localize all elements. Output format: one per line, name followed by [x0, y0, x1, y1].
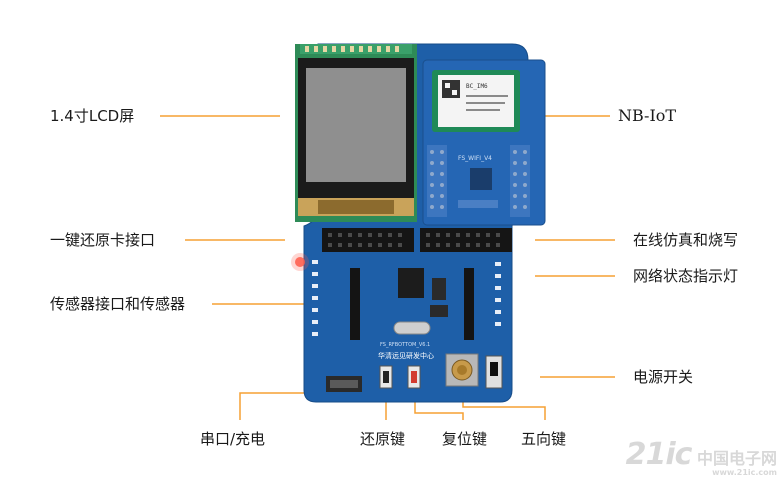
sensor-header-right	[464, 268, 474, 340]
label-sensor: 传感器接口和传感器	[50, 295, 186, 313]
label-power: 电源开关	[633, 368, 694, 386]
label-five-way: 五向键	[521, 430, 567, 448]
wifi-chip	[470, 168, 492, 190]
label-net-led: 网络状态指示灯	[633, 267, 739, 285]
restore-card-connector	[322, 228, 414, 252]
sensor-header-left	[350, 268, 360, 340]
watermark-name: 中国电子网	[696, 449, 777, 468]
watermark-site: 21ic	[625, 437, 693, 472]
label-nbiot: NB-IoT	[618, 106, 677, 125]
lcd-screen	[306, 68, 406, 182]
leader-serial	[239, 392, 330, 420]
qr-code-icon	[442, 80, 460, 98]
pin-header-left	[427, 145, 447, 217]
watermark-url: www.21ic.com	[712, 468, 777, 477]
board-model: FS_RFBOTTOM_V6.1	[380, 342, 430, 348]
led-column-left	[312, 260, 318, 336]
module-text: BC_IM6	[466, 83, 488, 90]
board-maker: 华清远见研发中心	[378, 351, 434, 360]
wifi-model: FS_WIFI_V4	[458, 155, 492, 162]
watermark: 21ic 中国电子网 www.21ic.com	[626, 437, 777, 477]
pin-header-right	[510, 145, 530, 217]
label-online-sim: 在线仿真和烧写	[633, 231, 739, 249]
label-restore-card: 一键还原卡接口	[50, 231, 156, 249]
label-lcd: 1.4寸LCD屏	[50, 107, 135, 125]
leader-five-way	[462, 400, 546, 420]
power-led	[295, 257, 305, 267]
label-reset-key: 复位键	[442, 430, 488, 448]
label-restore-key: 还原键	[360, 430, 406, 448]
label-serial: 串口/充电	[200, 430, 266, 448]
net-status-leds	[495, 262, 501, 326]
sensor-chip	[398, 268, 424, 298]
crystal	[393, 321, 431, 335]
jtag-connector	[420, 228, 512, 252]
